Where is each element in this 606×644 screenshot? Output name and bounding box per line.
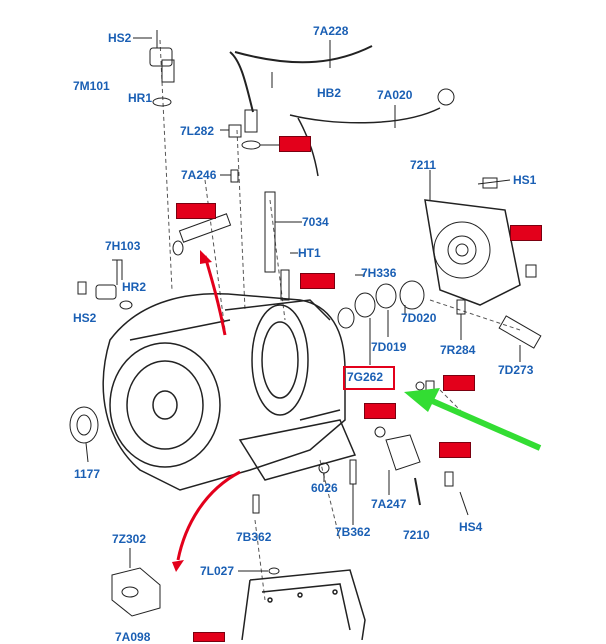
label-hr1: HR1 [128, 91, 153, 105]
label-7d273: 7D273 [498, 363, 534, 377]
redbox-3 [510, 225, 542, 241]
stud-ht1 [280, 269, 290, 301]
red-arrowhead-down [172, 560, 184, 572]
label-hs1: HS1 [513, 173, 537, 187]
speed-sensor-top [133, 30, 175, 107]
red-arrows [176, 255, 241, 561]
redbox-6 [364, 403, 396, 419]
bell-housing-7211 [424, 170, 521, 306]
label-7211: 7211 [410, 158, 437, 172]
bolt-6026 [318, 462, 330, 474]
label-7l027: 7L027 [200, 564, 235, 578]
label-7z302: 7Z302 [112, 532, 147, 546]
pin-7b362-right [349, 459, 357, 485]
label-hs2-left: HS2 [73, 311, 97, 325]
label-hr2: HR2 [122, 280, 147, 294]
label-7a020: 7A020 [377, 88, 413, 102]
label-7g262: 7G262 [347, 370, 384, 384]
bolt-hs1 [525, 264, 537, 278]
seal-rings [337, 274, 425, 365]
label-7h336: 7H336 [361, 266, 397, 280]
label-7d019: 7D019 [371, 340, 407, 354]
transmission-body [102, 293, 357, 491]
label-ht1: HT1 [298, 246, 321, 260]
green-arrow [404, 388, 542, 451]
label-7d020: 7D020 [401, 311, 437, 325]
oil-pan [241, 569, 366, 640]
label-7h103: 7H103 [105, 239, 141, 253]
bolt-7a246 [230, 169, 239, 183]
redbox-4 [300, 273, 335, 289]
label-7034: 7034 [302, 215, 329, 229]
highlight-7g262-frame [343, 366, 395, 390]
washer-7l027 [268, 567, 280, 575]
label-7a247: 7A247 [371, 497, 407, 511]
o-ring [241, 140, 261, 150]
filler-tube [172, 213, 232, 256]
label-1177: 1177 [74, 467, 101, 481]
dipstick [289, 88, 455, 177]
label-7m101: 7M101 [73, 79, 110, 93]
label-7b362-right: 7B362 [335, 525, 371, 539]
label-7b362-left: 7B362 [236, 530, 272, 544]
label-hs2-top: HS2 [108, 31, 132, 45]
red-arrowhead-up [200, 250, 212, 264]
label-7a228: 7A228 [313, 24, 349, 38]
pin-7b362-left [252, 494, 260, 514]
label-hs4: HS4 [459, 520, 483, 534]
bolt-7r284 [456, 299, 466, 315]
redbox-8 [193, 632, 225, 642]
label-7a098: 7A098 [115, 630, 151, 644]
label-6026: 6026 [311, 481, 338, 495]
label-7a246: 7A246 [181, 168, 217, 182]
label-7l282: 7L282 [180, 124, 215, 138]
label-hb2: HB2 [317, 86, 342, 100]
label-7210: 7210 [403, 528, 430, 542]
cylinder-7034 [264, 191, 302, 273]
sensor-7h103 [77, 259, 133, 310]
seal-1177 [69, 406, 99, 463]
redbox-1 [279, 136, 311, 152]
plug-7l282 [228, 124, 242, 138]
filter-7z302 [111, 548, 161, 617]
bolt-hs4 [444, 471, 454, 487]
redbox-2 [176, 203, 216, 219]
shaft-7d273 [498, 315, 542, 362]
redbox-7 [439, 442, 471, 458]
valve-7a247 [374, 380, 435, 506]
redbox-5 [443, 375, 475, 391]
vent-tube [229, 40, 373, 133]
label-7r284: 7R284 [440, 343, 476, 357]
